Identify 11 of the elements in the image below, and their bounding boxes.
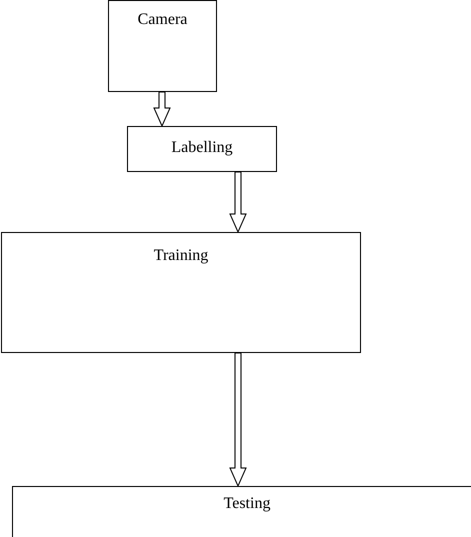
process-box — [127, 126, 277, 172]
process-box — [12, 486, 471, 537]
box-label: Labelling — [171, 139, 233, 158]
box-label: Training — [154, 247, 208, 266]
process-box — [108, 0, 217, 92]
process-box — [1, 232, 361, 353]
block-arrow — [229, 352, 247, 488]
box-label: Camera — [138, 11, 188, 30]
block-arrow — [229, 172, 247, 234]
block-arrow — [153, 92, 171, 128]
box-label: Testing — [224, 495, 270, 514]
